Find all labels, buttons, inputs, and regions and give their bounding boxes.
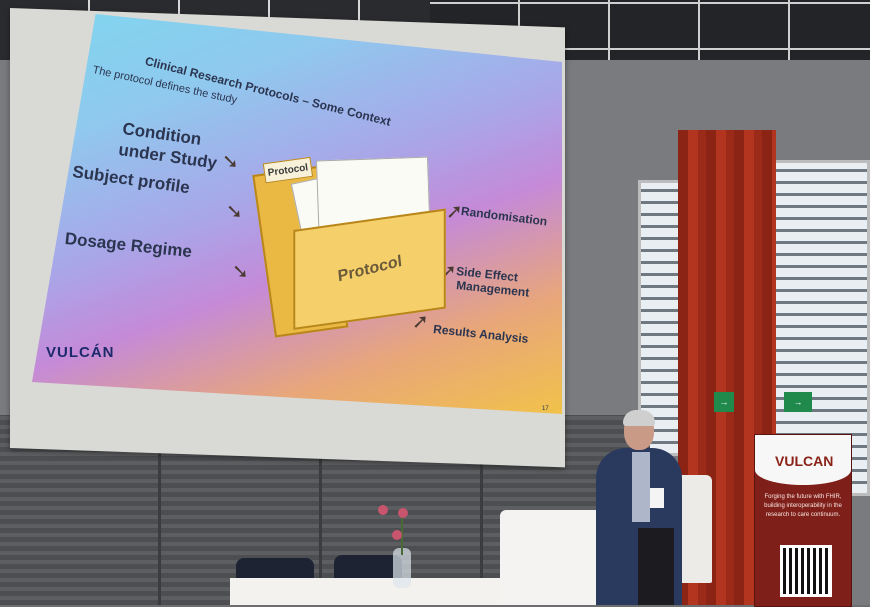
vase [393, 548, 411, 588]
speaker-trousers [638, 528, 674, 605]
folder-front: Protocol [293, 208, 446, 330]
exit-sign: → [784, 392, 812, 412]
arrow-left-icon: ➚ [446, 201, 463, 223]
arrow-left-icon: ➚ [412, 311, 429, 333]
slide-page-number: 17 [542, 406, 549, 412]
speaker-hair [623, 410, 655, 426]
item-randomisation: Randomisation [460, 204, 549, 229]
exit-arrow-icon: → [719, 397, 729, 407]
exit-arrow-icon: → [793, 397, 803, 407]
front-table [230, 578, 546, 605]
speaker-shirt [632, 452, 650, 522]
vulcan-logo: VULCÁN [46, 344, 115, 361]
flower [378, 505, 388, 515]
item-dosage-regime: Dosage Regime [64, 229, 193, 262]
flower [392, 530, 402, 540]
banner-tagline: Forging the future with FHIR, building i… [764, 494, 842, 518]
arrow-right-icon: ➘ [222, 151, 239, 173]
flower-stem [401, 515, 403, 555]
banner-brand: VULCAN [775, 453, 834, 469]
protocol-folder: Protocol Protocol [251, 140, 451, 338]
flower [398, 508, 408, 518]
item-management: Management [455, 278, 530, 300]
item-results-analysis: Results Analysis [432, 322, 530, 346]
name-badge [650, 488, 664, 508]
roll-up-banner: VULCAN Forging the future with FHIR, bui… [754, 434, 852, 607]
folder-label: Protocol [336, 252, 403, 286]
arrow-right-icon: ➘ [232, 261, 249, 283]
exit-sign: → [714, 392, 734, 412]
arrow-right-icon: ➘ [226, 201, 243, 223]
qr-code [780, 545, 832, 597]
banner-header: VULCAN [755, 435, 851, 485]
